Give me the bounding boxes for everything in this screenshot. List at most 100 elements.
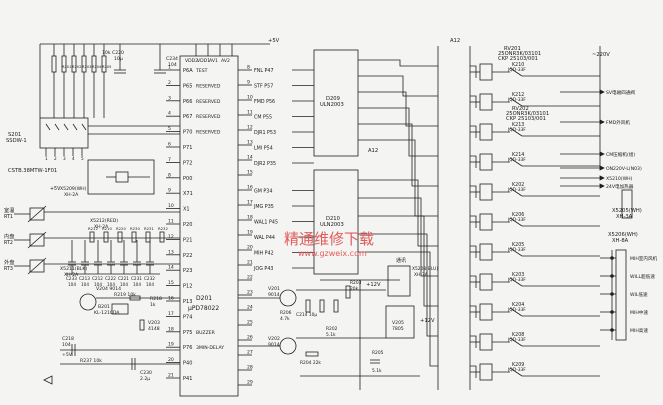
resistor (305, 299, 311, 313)
relay-coil (479, 63, 493, 81)
mcu-left-pin-name: P40 (183, 361, 192, 367)
relay-diode-wire (470, 185, 477, 198)
sensor-label: 外盘 (4, 258, 14, 266)
transistor-v202-ref: V202 (268, 336, 280, 342)
relay-contact (509, 187, 523, 197)
v12-label-1: +12V (420, 318, 435, 324)
resistor-r205-ref: R203 (350, 280, 362, 286)
buzzer-ref: B201 (98, 304, 110, 310)
driver-output-wire (358, 233, 438, 337)
relay-coil (479, 303, 493, 321)
relay-contact (509, 337, 523, 347)
mcu-left-pin-name: X1 (183, 207, 190, 213)
relay-part: JQD-33F (507, 247, 526, 253)
relay-coil (479, 213, 493, 231)
bottom-cap-val: 104 (133, 282, 141, 287)
buzzer-body (111, 303, 129, 315)
mcu-left-pin-num: 18 (168, 326, 174, 332)
mcu-top-pin: AV1 (209, 58, 218, 64)
mcu-right-pin-num: 13 (247, 140, 253, 146)
relay-ref: K214 (512, 152, 524, 158)
mcu-top-pin: VDD2 (185, 58, 198, 64)
cap-c218-val: 104 (62, 342, 71, 348)
relay-ref: K202 (512, 182, 524, 188)
bottom-cap-val: 104 (81, 282, 89, 287)
mcu-left-pin-name: P20 (183, 222, 192, 228)
relay-part: JQD-33F (507, 337, 526, 343)
sensor-connector-part: XH-2A (64, 272, 79, 278)
output-arrow (599, 151, 605, 157)
varistor-1-part: 25ONR3K/03101 (498, 51, 541, 57)
relay-contact (509, 307, 523, 317)
relay-part: JQD-33F (507, 127, 526, 133)
dip-switch-contact (54, 123, 60, 131)
mcu-left-pin-num: 5 (168, 126, 171, 132)
transistor-v202-body (279, 337, 297, 355)
connector-output-label: MIH室内风机 (630, 255, 658, 262)
relay-ref: K210 (512, 62, 524, 68)
varistor-1-sub: CKP 25103/001 (498, 56, 538, 62)
mcu-right-pin-num: 8 (247, 65, 250, 71)
mcu-left-pin-name: P74 (183, 314, 192, 320)
output-label: X5210(WH) (606, 176, 633, 182)
bottom-resistor-ref: R230 (130, 226, 140, 231)
mcu-left-pin-name: P76 (183, 345, 192, 351)
relay-contact (509, 157, 523, 167)
connector-x5206-ref: X5206(WH) (608, 232, 638, 238)
output-label: ON220V-L(N03) (606, 166, 642, 172)
mcu-left-pin-num: 17 (168, 311, 174, 317)
mcu-left-pin-num: 1 (168, 65, 171, 71)
pullup-resistor (61, 55, 67, 73)
output-label: FMD外风机 (606, 119, 630, 126)
relay-part: JQD-33F (507, 217, 526, 223)
driver-output-wire (358, 59, 438, 67)
resistor (345, 285, 351, 299)
pullup-resistor (51, 55, 57, 73)
bottom-resistor-ref: R231 (144, 226, 154, 231)
output-arrow (599, 165, 605, 171)
junction-dot (610, 310, 614, 314)
mcu-left-pin-num: 12 (168, 234, 174, 240)
mcu-right-pin-num: 22 (247, 275, 253, 281)
bottom-resistor (145, 231, 151, 243)
relay-part: JQD-33F (507, 97, 526, 103)
transistor-v201-ref: V201 (268, 286, 280, 292)
bottom-resistor (103, 231, 109, 243)
mcu-left-pin-name: P6A (183, 68, 193, 74)
mcu-right-pin-num: 16 (247, 185, 253, 191)
bottom-resistor-ref: R210 (102, 226, 112, 231)
mcu-right-pin-num: 23 (247, 290, 253, 296)
junction-dot (610, 292, 614, 296)
relay-diode-wire (470, 335, 477, 348)
mcu-ref: D201 (196, 295, 212, 302)
bottom-cap-val: 104 (68, 282, 76, 287)
connector-output-label: MIH中速 (630, 309, 648, 316)
relay-part: JQD-33F (507, 187, 526, 193)
cap-c218-ref: C218 (62, 336, 74, 342)
relay-diode-wire (470, 95, 477, 108)
driver-output-wire (358, 91, 438, 127)
relay-ref: K203 (512, 272, 524, 278)
relay-coil (479, 93, 493, 111)
cap-c230-val: 2.2μ (140, 376, 150, 382)
mcu-right-signal: GM P34 (254, 189, 272, 195)
relay-diode-wire (470, 245, 477, 258)
driver-output-wire (358, 197, 438, 277)
pullup-resistor-val: 10k (102, 50, 111, 56)
sensor-label: 内盘 (4, 232, 14, 240)
mcu-right-pin-num: 25 (247, 320, 253, 326)
diode-v203-ref: V203 (148, 320, 160, 326)
diode-v203-val: 4148 (148, 326, 160, 332)
driver-d209-body (313, 49, 359, 157)
mcu-pin-note: RESERVED (196, 99, 221, 105)
mcu-left-pin-num: 20 (168, 357, 174, 363)
bottom-resistor-ref: R220 (116, 226, 126, 231)
resistor (139, 319, 145, 331)
comm-label: 通讯 (396, 257, 406, 264)
bottom-cap-val: 104 (120, 282, 128, 287)
relay-ref: K209 (512, 362, 524, 368)
varistor-2-part: 25ONR3K/03101 (506, 111, 549, 117)
v12-label-2: +12V (366, 282, 381, 288)
mcu-right-signal: LMI P54 (254, 146, 273, 152)
relay-coil (479, 123, 493, 141)
